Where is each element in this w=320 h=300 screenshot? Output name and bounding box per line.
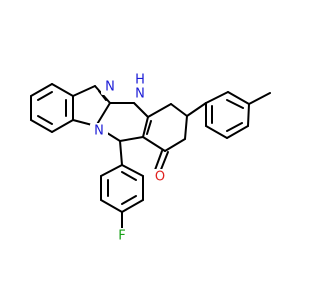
molecule-structure: N N H N O F [30,73,271,244]
structure-canvas: N N H N O F [30,73,271,244]
fluorophenyl-group [100,140,144,229]
nh-nitrogen-label: N [135,87,145,102]
carbonyl-group [154,150,169,173]
cyclohexenone-ring [142,103,188,152]
benzo-ring [30,83,74,133]
bridge-nitrogen-label: N [94,124,104,139]
atom-labels: N N H N O F [90,73,169,244]
imine-nitrogen-label: N [105,80,115,95]
fluorine-label: F [118,229,125,244]
nh-hydrogen-label: H [135,73,145,88]
tolyl-group [186,91,271,139]
carbonyl-oxygen-label: O [155,170,165,185]
